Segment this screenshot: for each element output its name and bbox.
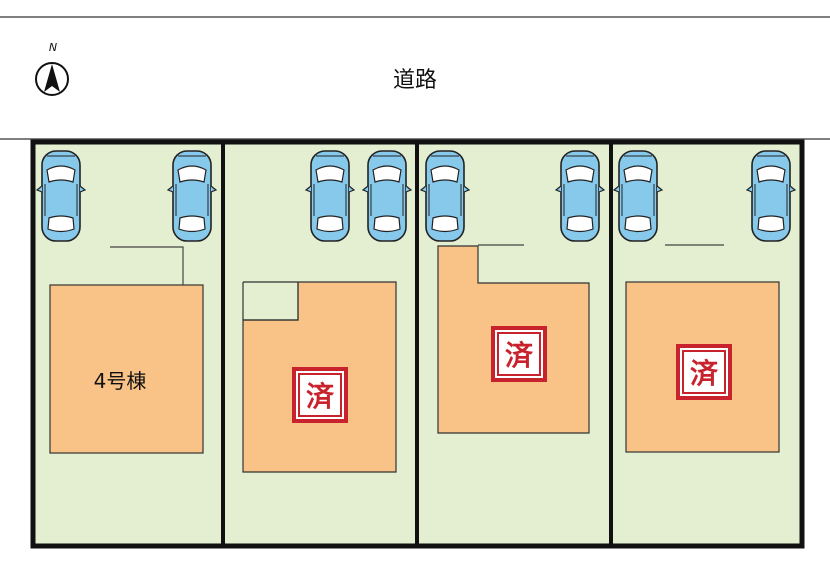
lot-1-name: 4号棟: [93, 369, 147, 393]
car-icon: [305, 150, 355, 242]
sold-badge: 済: [491, 326, 547, 382]
car-icon: [167, 150, 217, 242]
car-icon: [613, 150, 663, 242]
sold-badge-text: 済: [298, 373, 342, 417]
north-arrow-icon: [35, 62, 69, 96]
north-label: N: [48, 41, 58, 54]
sold-badge-text: 済: [497, 332, 541, 376]
car-icon: [420, 150, 470, 242]
sold-badge: 済: [676, 344, 732, 400]
road-label: 道路: [392, 68, 437, 93]
car-icon: [555, 150, 605, 242]
lot-1-service-line: [110, 246, 184, 285]
car-icon: [36, 150, 86, 242]
car-icon: [362, 150, 412, 242]
car-icon: [746, 150, 796, 242]
sold-badge-text: 済: [682, 350, 726, 394]
house-lot-2-notch: [243, 282, 299, 321]
sold-badge: 済: [292, 367, 348, 423]
house-lot-1: [49, 284, 204, 454]
